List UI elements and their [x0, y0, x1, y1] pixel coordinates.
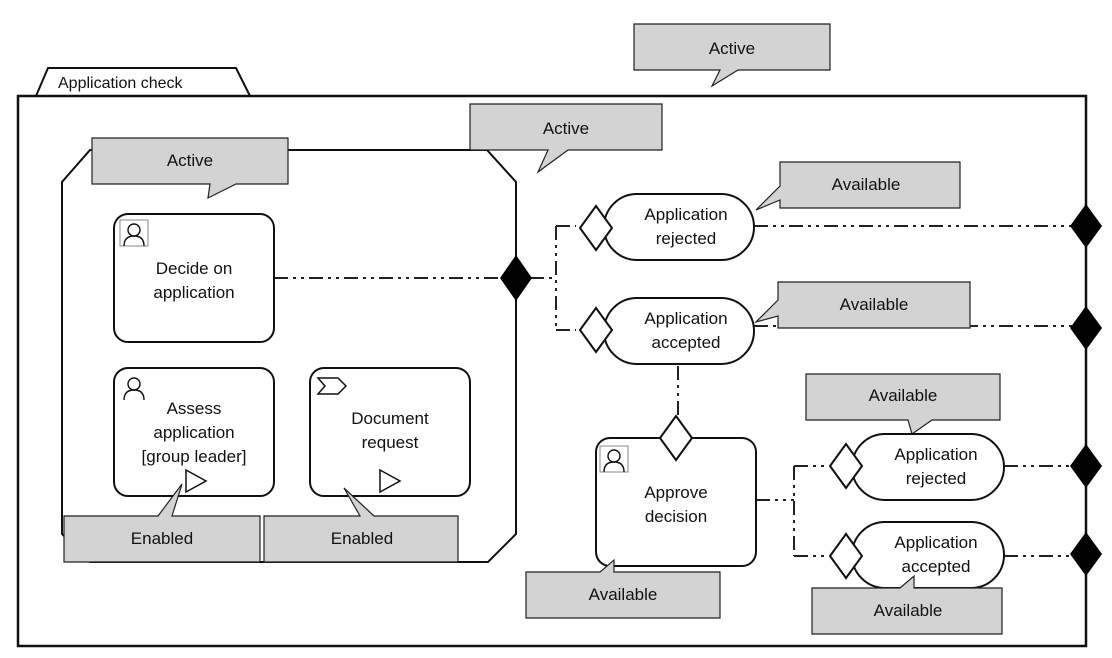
status-stage: Active: [709, 39, 755, 58]
task-approve-label-2: decision: [645, 507, 707, 526]
task-document-label-2: request: [362, 433, 419, 452]
status-accepted-1: Available: [840, 295, 909, 314]
status-rejected-2: Available: [869, 386, 938, 405]
status-callout-accepted-1: [753, 281, 971, 329]
stage-title: Application check: [58, 75, 184, 92]
task-assess-label-2: application: [153, 423, 234, 442]
status-document: Enabled: [331, 529, 393, 548]
entry-sentry-rejected-1: [578, 204, 614, 252]
task-decide-label-1: Decide on: [156, 259, 233, 278]
milestone-application-rejected-1[interactable]: [603, 193, 755, 261]
status-callout-assess: [63, 483, 261, 563]
milestone-rejected-1-label-2: rejected: [656, 229, 716, 248]
exit-sentry-substage: [500, 255, 532, 301]
task-document-label-1: Document: [351, 409, 429, 428]
exit-sentry-2: [1070, 306, 1102, 350]
milestone-application-accepted-1[interactable]: [603, 297, 755, 365]
status-decide: Active: [167, 151, 213, 170]
milestone-accepted-1-label-1: Application: [644, 309, 727, 328]
status-approve: Available: [589, 585, 658, 604]
substage-border: [61, 149, 517, 563]
status-substage: Active: [543, 119, 589, 138]
milestone-application-rejected-2[interactable]: [851, 433, 1005, 501]
milestone-application-accepted-2[interactable]: [851, 521, 1005, 589]
entry-sentry-accepted-1: [578, 306, 614, 354]
task-document-request[interactable]: [309, 367, 471, 497]
user-icon: [123, 377, 145, 401]
user-icon: [119, 219, 149, 247]
status-callout-accepted-2: [811, 574, 1003, 635]
status-callout-stage: [633, 23, 831, 88]
task-assess-application[interactable]: [113, 367, 275, 497]
status-rejected-1: Available: [832, 175, 901, 194]
milestone-rejected-1-label-1: Application: [644, 205, 727, 224]
task-decide-label-2: application: [153, 283, 234, 302]
entry-sentry-rejected-2: [828, 442, 864, 490]
status-callout-rejected-1: [755, 161, 961, 211]
milestone-accepted-2-label-1: Application: [894, 533, 977, 552]
status-assess: Enabled: [131, 529, 193, 548]
status-callout-approve: [525, 558, 721, 619]
play-icon[interactable]: [379, 468, 402, 494]
milestone-rejected-2-label-1: Application: [894, 445, 977, 464]
exit-sentry-1: [1070, 204, 1102, 248]
task-assess-label-1: Assess: [167, 399, 222, 418]
task-approve-label-1: Approve: [644, 483, 707, 502]
milestone-accepted-1-label-2: accepted: [652, 333, 721, 352]
process-icon: [316, 377, 348, 395]
task-decide-on-application[interactable]: [113, 213, 275, 343]
stage-border: [16, 94, 1088, 648]
status-callout-rejected-2: [805, 373, 1001, 435]
status-callout-substage: [469, 103, 663, 174]
exit-sentry-3: [1070, 444, 1102, 488]
milestone-accepted-2-label-2: accepted: [902, 557, 971, 576]
stage-tab: [35, 67, 251, 97]
exit-sentry-4: [1070, 532, 1102, 576]
status-callout-decide: [91, 137, 289, 200]
play-icon[interactable]: [185, 468, 208, 494]
milestone-rejected-2-label-2: rejected: [906, 469, 966, 488]
user-icon: [599, 445, 629, 473]
status-callout-document: [263, 487, 459, 563]
task-assess-label-3: [group leader]: [142, 447, 247, 466]
entry-sentry-accepted-2: [828, 532, 864, 580]
status-accepted-2: Available: [874, 601, 943, 620]
entry-sentry-approve: [658, 414, 694, 462]
